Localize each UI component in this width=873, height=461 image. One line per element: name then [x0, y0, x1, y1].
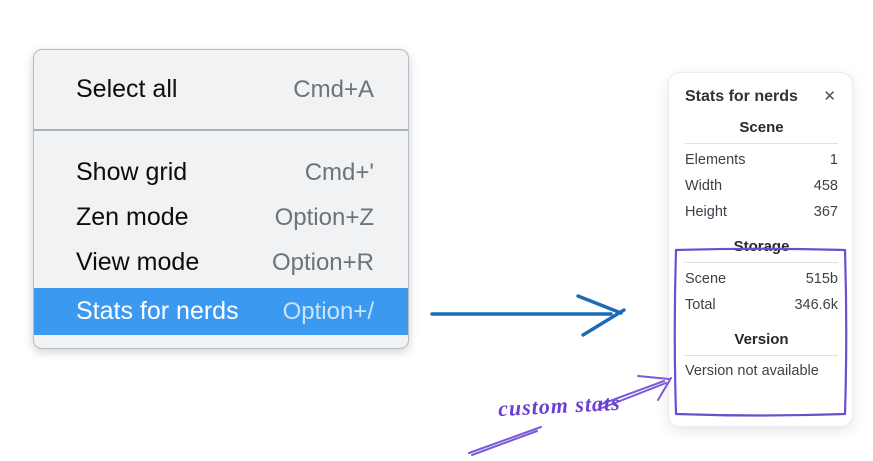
menu-item-shortcut: Option+R: [271, 248, 374, 276]
flow-arrow: [430, 294, 626, 337]
menu-item-label: Zen mode: [76, 203, 189, 231]
menu-item-shortcut: Cmd+A: [293, 75, 374, 103]
menu-item-view-mode[interactable]: View mode Option+R: [34, 240, 408, 285]
stats-panel: Stats for nerds ✕ Scene Elements 1 Width…: [668, 72, 853, 427]
menu-item-label: Stats for nerds: [76, 297, 239, 325]
stat-row-elements: Elements 1: [685, 147, 838, 173]
stat-value: 1: [829, 152, 838, 168]
section-heading-storage: Storage: [733, 238, 790, 255]
menu-item-stats-for-nerds[interactable]: Stats for nerds Option+/: [34, 288, 408, 335]
stat-value: 346.6k: [794, 297, 838, 313]
menu-item-select-all[interactable]: Select all Cmd+A: [34, 67, 408, 112]
stat-value: 367: [813, 204, 838, 220]
menu-item-shortcut: Cmd+': [304, 158, 374, 186]
stat-label: Scene: [685, 271, 727, 287]
menu-item-shortcut: Option+Z: [274, 203, 374, 231]
stats-panel-title: Stats for nerds: [685, 87, 798, 105]
stat-label: Width: [685, 178, 723, 194]
context-menu: Select all Cmd+A Show grid Cmd+' Zen mod…: [33, 49, 409, 349]
menu-divider: [34, 129, 408, 131]
menu-item-label: View mode: [76, 248, 200, 276]
stat-row-width: Width 458: [685, 173, 838, 199]
section-divider: [685, 355, 838, 356]
section-divider: [685, 262, 838, 263]
stat-value: 515b: [805, 271, 838, 287]
menu-item-show-grid[interactable]: Show grid Cmd+': [34, 150, 408, 195]
menu-item-zen-mode[interactable]: Zen mode Option+Z: [34, 195, 408, 240]
stat-label: Height: [685, 204, 727, 220]
close-icon[interactable]: ✕: [823, 88, 836, 105]
menu-item-label: Show grid: [76, 158, 188, 186]
menu-item-label: Select all: [76, 75, 178, 103]
stat-label: Elements: [685, 152, 746, 168]
stat-label: Total: [685, 297, 716, 313]
version-note: Version not available: [685, 363, 819, 379]
stat-value: 458: [813, 178, 838, 194]
scene-section: Scene Elements 1 Width 458 Height 367: [685, 119, 838, 225]
stat-row-height: Height 367: [685, 199, 838, 225]
annotation-label: custom stats: [497, 389, 622, 422]
version-section: Version Version not available: [685, 331, 838, 383]
stat-row-scene-storage: Scene 515b: [685, 266, 838, 292]
storage-section: Storage Scene 515b Total 346.6k: [685, 238, 838, 318]
section-heading-scene: Scene: [739, 119, 784, 136]
stat-row-total-storage: Total 346.6k: [685, 292, 838, 318]
menu-item-shortcut: Option+/: [282, 297, 374, 325]
section-heading-version: Version: [734, 331, 789, 348]
stats-panel-header: Stats for nerds ✕: [685, 87, 838, 106]
section-divider: [685, 143, 838, 144]
